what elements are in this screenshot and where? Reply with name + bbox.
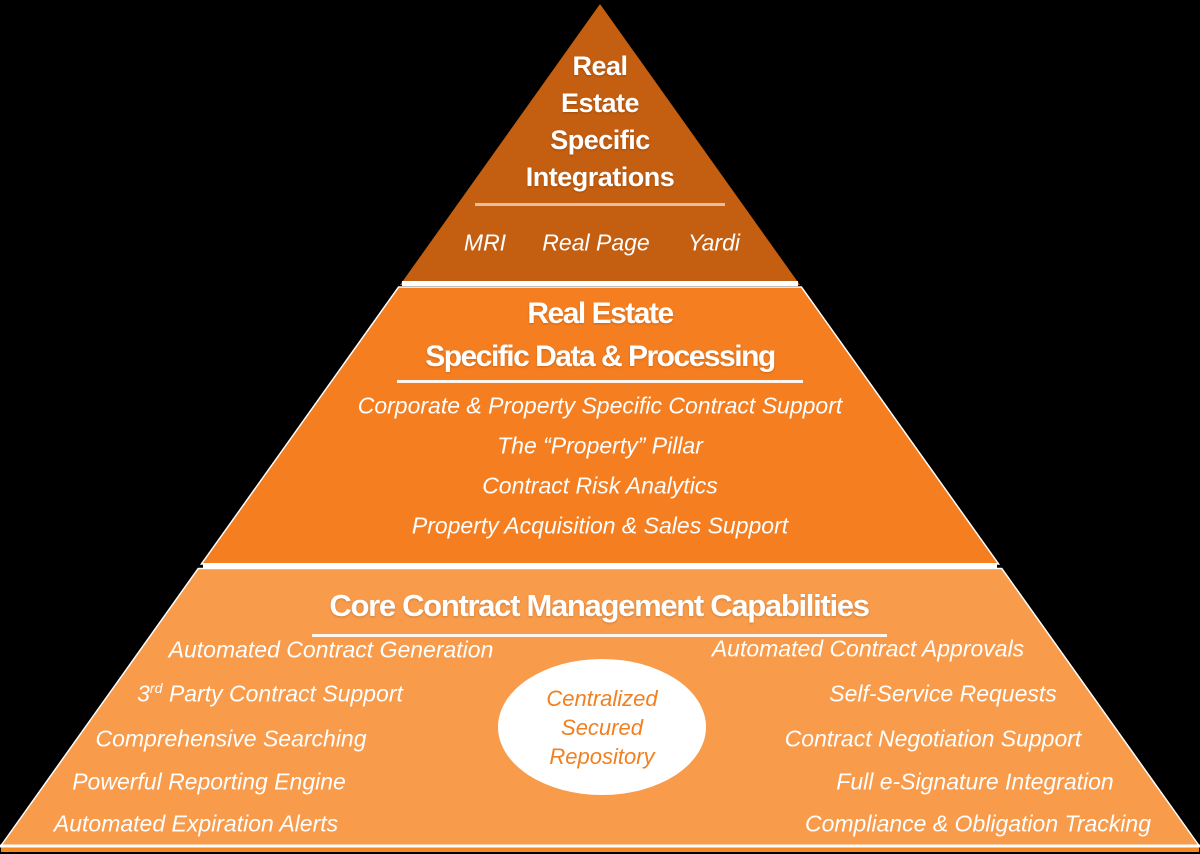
tier-top-title-line: Estate xyxy=(560,88,640,118)
repository-label-line: Centralized xyxy=(546,686,658,711)
middle-item-risk-analytics: Contract Risk Analytics xyxy=(482,472,718,499)
bottom-item-expiration-alerts: Automated Expiration Alerts xyxy=(53,810,339,837)
middle-item-contract-support: Corporate & Property Specific Contract S… xyxy=(357,392,843,419)
bottom-item-reporting-engine: Powerful Reporting Engine xyxy=(72,768,346,795)
repository-label-line: Repository xyxy=(549,744,655,769)
separator-top-middle xyxy=(402,281,798,286)
bottom-item-obligation-tracking: Compliance & Obligation Tracking xyxy=(804,810,1152,837)
bottom-item-esignature-integration: Full e-Signature Integration xyxy=(836,768,1114,795)
bottom-item-contract-generation: Automated Contract Generation xyxy=(168,636,494,663)
tier-top-title-line: Specific xyxy=(550,125,650,155)
tier-middle-title: Real Estate Specific Data & Processing xyxy=(300,292,900,378)
repository-label-line: Secured xyxy=(561,715,643,740)
tier-top-underline xyxy=(475,203,725,206)
bottom-item-3rd-party-pre: 3 xyxy=(137,680,150,707)
middle-item-property-pillar: The “Property” Pillar xyxy=(497,432,703,459)
tier-middle-shape xyxy=(199,286,1001,565)
tier-middle-title-line: Real Estate xyxy=(527,297,674,330)
middle-item-acquisition-sales: Property Acquisition & Sales Support xyxy=(411,512,789,539)
tier-top-title: Real Estate Specific Integrations xyxy=(450,48,750,196)
tier-top-shape xyxy=(400,4,800,285)
tier-middle-underline xyxy=(397,380,803,383)
bottom-item-3rd-party-rest: Party Contract Support xyxy=(162,680,403,707)
bottom-item-comprehensive-searching: Comprehensive Searching xyxy=(95,725,367,752)
tier-top-title-line: Real xyxy=(572,51,628,81)
bottom-item-self-service-requests: Self-Service Requests xyxy=(829,680,1057,707)
integration-real-page: Real Page xyxy=(542,229,650,256)
tier-bottom-underline xyxy=(312,634,887,637)
bottom-item-negotiation-support: Contract Negotiation Support xyxy=(784,725,1082,752)
tier-top-title-line: Integrations xyxy=(525,162,675,192)
separator-middle-bottom xyxy=(203,563,997,568)
bottom-item-3rd-party-support: 3rd Party Contract Support xyxy=(137,681,403,708)
tier-bottom-title: Core Contract Management Capabilities xyxy=(329,588,870,623)
tier-middle-title-line: Specific Data & Processing xyxy=(425,340,776,373)
bottom-item-contract-approvals: Automated Contract Approvals xyxy=(711,635,1025,662)
repository-label: Centralized Secured Repository xyxy=(502,684,702,771)
integration-yardi: Yardi xyxy=(688,229,740,256)
bottom-item-3rd-party-sup: rd xyxy=(149,680,163,697)
integration-mri: MRI xyxy=(463,229,507,256)
base-orange-bar xyxy=(1,847,1199,852)
repository-ellipse xyxy=(498,659,706,795)
base-white-line xyxy=(0,844,1200,848)
